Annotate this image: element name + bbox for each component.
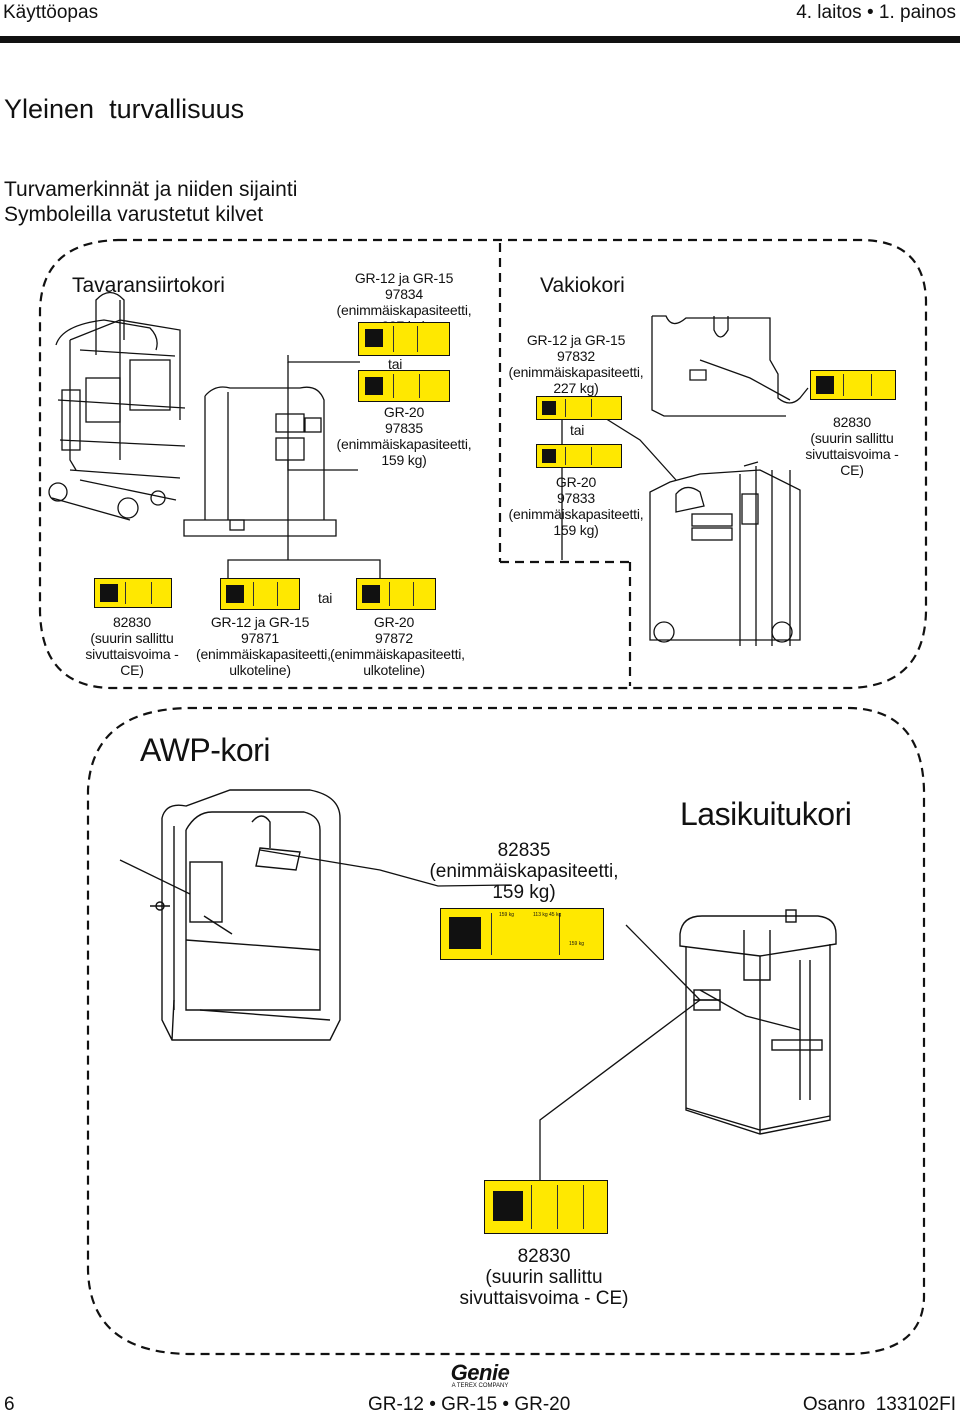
warning-icon: [816, 376, 834, 394]
warning-icon: [365, 377, 383, 395]
caption-97872: GR-20 97872 (enimmäiskapasiteetti, ulkot…: [330, 614, 465, 678]
decal-82835: 159 kg 113 kg 45 kg 159 kg: [440, 908, 604, 960]
page-number: 6: [4, 1394, 15, 1415]
decal-97835: [358, 370, 450, 402]
warning-icon: [100, 584, 118, 602]
decal-82830-left: [94, 578, 172, 608]
genie-logo: Genie A TEREX COMPANY: [450, 1360, 510, 1390]
warning-icon: [542, 401, 556, 415]
caption-82830-left: 82830 (suurin sallittu sivuttaisvoima - …: [85, 614, 179, 678]
header-rule: [0, 36, 960, 43]
fiberglass-basket-title: Lasikuitukori: [680, 796, 852, 832]
caption-97833: GR-20 97833 (enimmäiskapasiteetti, 159 k…: [508, 474, 644, 538]
subtitle-symbols: Symboleilla varustetut kilvet: [4, 203, 264, 226]
decal-97872: [356, 578, 436, 610]
caption-82835: 82835 (enimmäiskapasiteetti, 159 kg): [429, 840, 619, 903]
decal-82830-bottom: [484, 1180, 608, 1234]
decal-97833: [536, 444, 622, 468]
warning-icon: [362, 585, 380, 603]
caption-82830-top: 82830 (suurin sallittu sivuttaisvoima - …: [805, 414, 899, 478]
or-label-1: tai: [388, 356, 403, 372]
or-label-2: tai: [570, 422, 585, 438]
decal-82830-top: [810, 370, 896, 400]
decal-97871: [220, 578, 300, 610]
awp-basket-title: AWP-kori: [140, 732, 270, 768]
caption-97871: GR-12 ja GR-15 97871 (enimmäiskapasiteet…: [196, 614, 331, 678]
standard-basket-title: Vakiokori: [540, 274, 625, 297]
material-basket-title: Tavaransiirtokori: [72, 274, 225, 297]
decal-97834: [358, 322, 450, 356]
caption-82830-bottom: 82830 (suurin sallittu sivuttaisvoima - …: [459, 1246, 629, 1309]
manual-name: Käyttöopas: [3, 2, 99, 23]
or-label-3: tai: [318, 590, 333, 606]
caption-97835: GR-20 97835 (enimmäiskapasiteetti, 159 k…: [336, 404, 472, 468]
part-number: Osanro 133102FI: [802, 1394, 956, 1415]
warning-icon: [365, 329, 383, 347]
warning-icon: [226, 585, 244, 603]
edition: 4. laitos • 1. painos: [796, 2, 956, 23]
warning-icon: [542, 449, 556, 463]
warning-icon: [449, 917, 481, 949]
decal-97832: [536, 396, 622, 420]
model-list: GR-12 • GR-15 • GR-20: [368, 1394, 571, 1415]
caption-97834: GR-12 ja GR-15 97834 (enimmäiskapasiteet…: [336, 270, 472, 334]
subtitle-locations: Turvamerkinnät ja niiden sijainti: [4, 178, 298, 201]
caption-97832: GR-12 ja GR-15 97832 (enimmäiskapasiteet…: [508, 332, 644, 396]
warning-icon: [493, 1191, 523, 1221]
section-title: Yleinen turvallisuus: [4, 94, 245, 124]
